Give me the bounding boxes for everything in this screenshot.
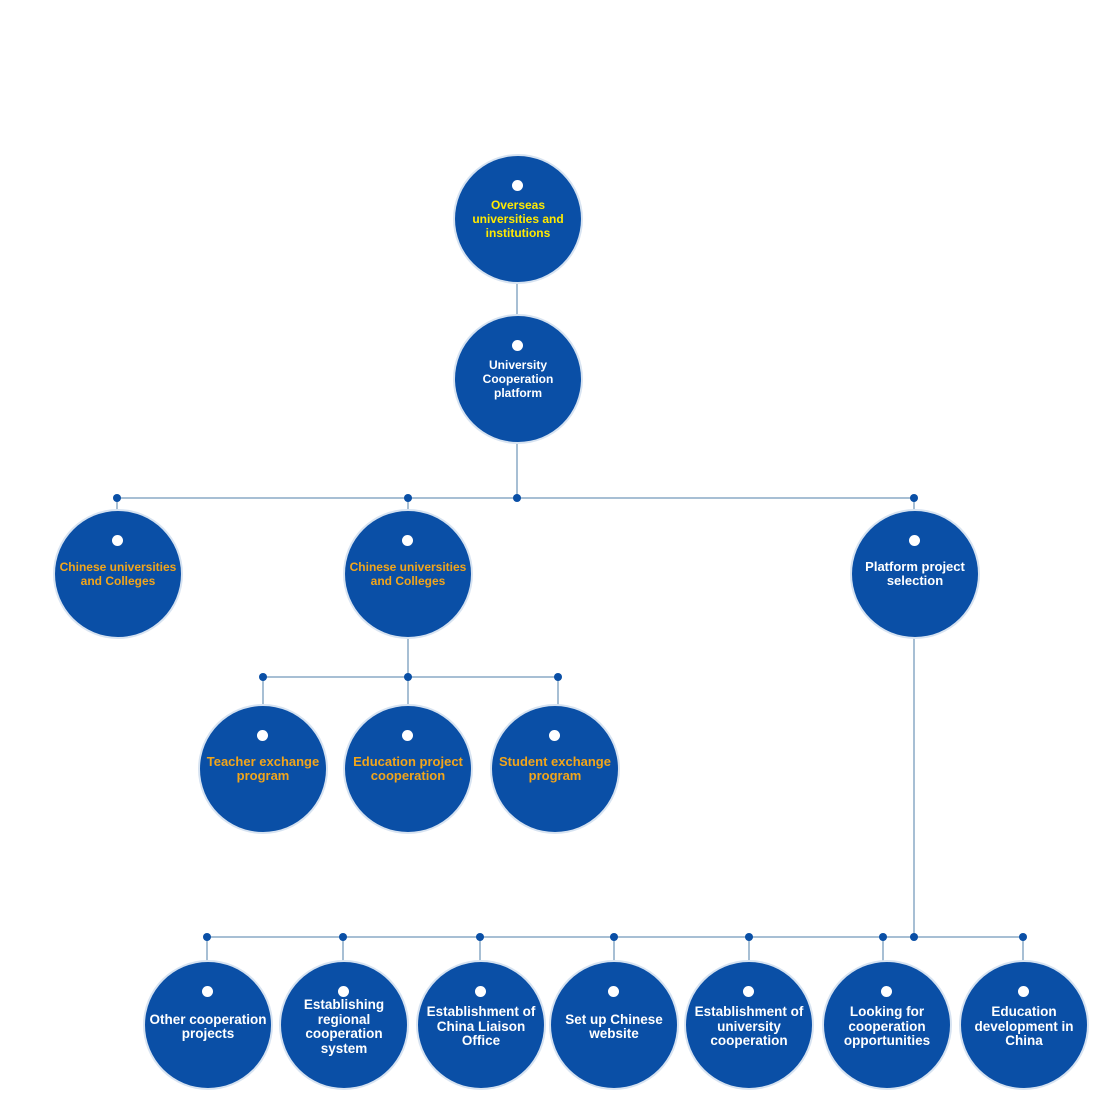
node-education-project-cooperation[interactable]: Education project cooperation — [345, 706, 471, 832]
node-dot — [338, 986, 349, 997]
node-cooperation-opportunities[interactable]: Looking for cooperation opportunities — [824, 962, 950, 1088]
node-dot — [881, 986, 892, 997]
node-dot — [402, 535, 413, 546]
node-label: University Cooperation platform — [482, 358, 554, 400]
node-label: Teacher exchange program — [206, 753, 320, 783]
node-label: Student exchange program — [499, 753, 611, 783]
node-label: Establishment of China Liaison Office — [426, 1004, 536, 1049]
node-dot — [512, 340, 523, 351]
node-dot — [608, 986, 619, 997]
node-label: Chinese universities and Colleges — [59, 560, 177, 588]
node-dot — [909, 535, 920, 546]
node-china-liaison-office[interactable]: Establishment of China Liaison Office — [418, 962, 544, 1088]
node-other-cooperation-projects[interactable]: Other cooperation projects — [145, 962, 271, 1088]
node-label: Education project cooperation — [353, 753, 463, 783]
node-dot — [402, 730, 413, 741]
node-dot — [475, 986, 486, 997]
connector-joint — [476, 933, 484, 941]
node-regional-cooperation-system[interactable]: Establishing regional cooperation system — [281, 962, 407, 1088]
node-dot — [257, 730, 268, 741]
node-label: Looking for cooperation opportunities — [843, 1004, 931, 1049]
node-dot — [743, 986, 754, 997]
node-chinese-universities-1[interactable]: Chinese universities and Colleges — [55, 511, 181, 637]
connector-joint — [879, 933, 887, 941]
connector-joint — [339, 933, 347, 941]
node-label: Chinese universities and Colleges — [349, 560, 467, 588]
node-university-cooperation[interactable]: Establishment of university cooperation — [686, 962, 812, 1088]
node-platform-project-selection[interactable]: Platform project selection — [852, 511, 978, 637]
connector-joint — [203, 933, 211, 941]
node-student-exchange-program[interactable]: Student exchange program — [492, 706, 618, 832]
node-overseas-universities[interactable]: Overseas universities and institutions — [455, 156, 581, 282]
connector-joint — [259, 673, 267, 681]
node-label: Establishing regional cooperation system — [303, 997, 385, 1056]
node-chinese-universities-2[interactable]: Chinese universities and Colleges — [345, 511, 471, 637]
node-label: Overseas universities and institutions — [472, 198, 564, 240]
connector-joint — [745, 933, 753, 941]
node-label: Set up Chinese website — [565, 1011, 663, 1041]
connector-joint — [513, 494, 521, 502]
node-chinese-website[interactable]: Set up Chinese website — [551, 962, 677, 1088]
node-label: Education development in China — [974, 1004, 1074, 1049]
node-label: Platform project selection — [865, 558, 965, 588]
connector-joint — [610, 933, 618, 941]
connector-joint — [113, 494, 121, 502]
connector-joint — [404, 673, 412, 681]
node-university-cooperation-platform[interactable]: University Cooperation platform — [455, 316, 581, 442]
connector-joint — [910, 494, 918, 502]
node-label: Other cooperation projects — [149, 1011, 267, 1041]
node-teacher-exchange-program[interactable]: Teacher exchange program — [200, 706, 326, 832]
node-dot — [202, 986, 213, 997]
connector-joint — [404, 494, 412, 502]
connector-joint — [554, 673, 562, 681]
connector-joint — [1019, 933, 1027, 941]
node-dot — [512, 180, 523, 191]
node-dot — [1018, 986, 1029, 997]
node-dot — [112, 535, 123, 546]
node-label: Establishment of university cooperation — [694, 1004, 804, 1049]
node-education-development-china[interactable]: Education development in China — [961, 962, 1087, 1088]
connector-joint — [910, 933, 918, 941]
node-dot — [549, 730, 560, 741]
